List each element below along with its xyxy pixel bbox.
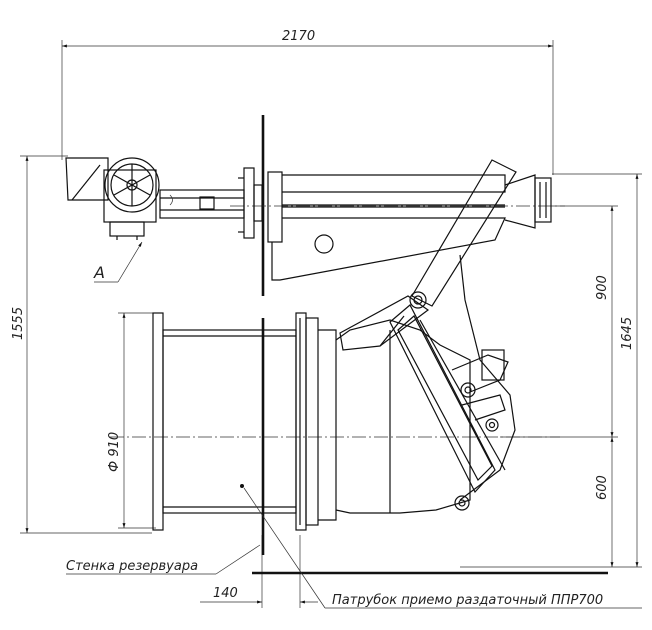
dimension-diameter: Ф 910 [107,312,156,529]
dimension-diameter-text: Ф 910 [107,432,122,472]
drive-unit [65,157,157,240]
wall-flange [238,167,263,239]
upper-housing [267,171,552,281]
dimension-140-text: 140 [213,586,238,601]
dimension-1645-text: 1645 [620,317,635,350]
drive-shaft [159,189,245,219]
view-mark-a: A [93,241,143,283]
pipe-body [152,312,319,531]
lever-arm [339,159,517,351]
dimension-right-group: 900 600 1645 [460,173,642,568]
pipe-name-label: Патрубок приемо раздаточный ППР700 [332,593,603,608]
pipe-name-callout: Патрубок приемо раздаточный ППР700 [243,487,642,609]
tank-wall-label: Стенка резервуара [66,559,198,574]
handwheel [104,157,160,213]
dimension-900-text: 900 [595,275,610,300]
tank-wall-callout: Стенка резервуара [66,544,261,575]
dimension-2170-text: 2170 [282,29,315,44]
valve-cover [389,304,509,511]
dimension-offset: 140 [200,535,318,608]
tank-wall [252,115,608,575]
dimension-600-text: 600 [595,475,610,500]
valve-housing [318,254,516,521]
view-mark-text: A [93,263,105,282]
dimension-1555-text: 1555 [11,307,26,340]
dimension-overall-width: 2170 [61,29,554,175]
dimension-total-height: 1555 [11,155,152,534]
